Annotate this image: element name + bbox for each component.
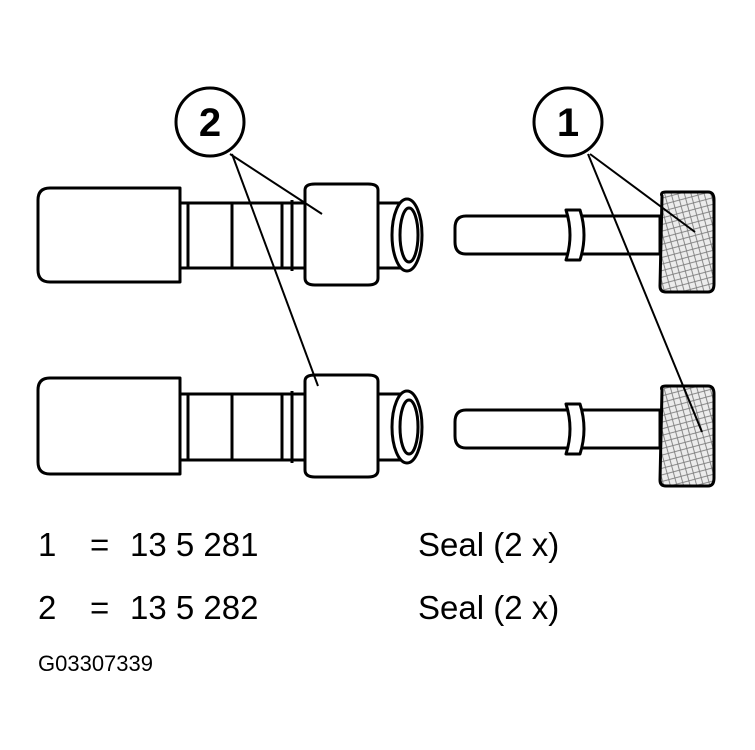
parts-diagram: 2 1 xyxy=(36,86,716,488)
legend-number: 2 xyxy=(38,589,57,626)
seal-top-right xyxy=(658,190,716,294)
legend-equals: = xyxy=(90,589,110,626)
pin-top-right xyxy=(453,208,662,262)
callout-1: 1 xyxy=(532,86,604,158)
pin-bottom-right xyxy=(453,402,662,456)
figure-id: G03307339 xyxy=(38,651,153,676)
leader-lines xyxy=(229,153,703,433)
callout-1-label: 1 xyxy=(557,101,579,145)
legend-row-1: 1 = 13 5 281 Seal (2 x) xyxy=(38,525,638,565)
legend-part-number: 13 5 282 xyxy=(130,589,259,626)
legend-description: Seal (2 x) xyxy=(418,526,560,563)
fitting-bottom-left xyxy=(36,373,424,479)
callout-2: 2 xyxy=(174,86,246,158)
callout-2-label: 2 xyxy=(199,101,221,145)
seal-bottom-right xyxy=(658,384,716,488)
legend-row-2: 2 = 13 5 282 Seal (2 x) xyxy=(38,588,638,628)
legend-description: Seal (2 x) xyxy=(418,589,560,626)
legend-equals: = xyxy=(90,526,110,563)
fitting-top-left xyxy=(36,182,424,287)
legend-number: 1 xyxy=(38,526,57,563)
legend-part-number: 13 5 281 xyxy=(130,526,259,563)
